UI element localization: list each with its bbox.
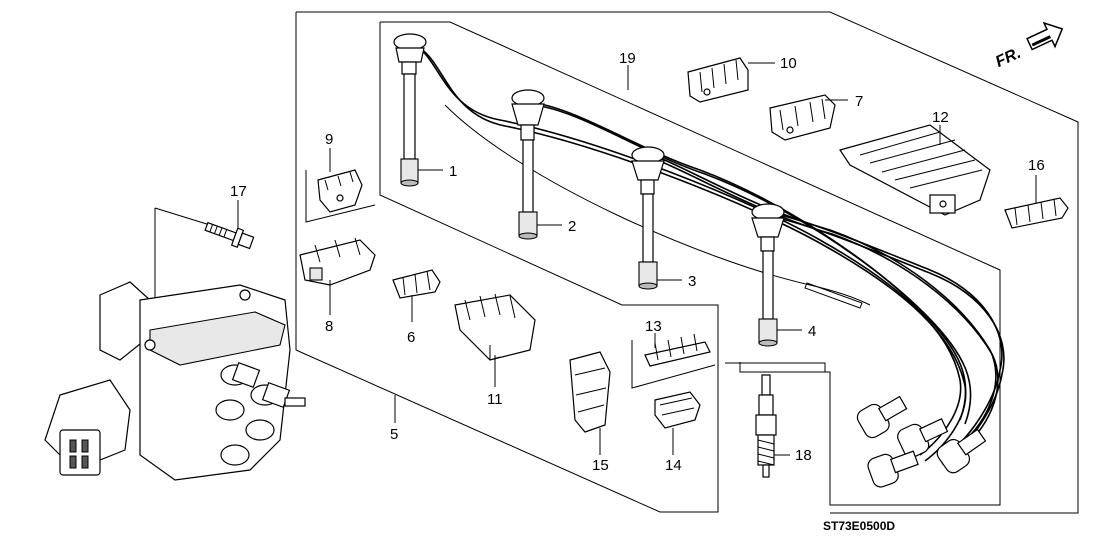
holder-6 (392, 269, 441, 299)
holder-13 (644, 333, 711, 367)
callout-18: 18 (795, 447, 812, 464)
distributor-boots (856, 395, 987, 488)
callout-16: 16 (1028, 157, 1045, 174)
callout-8: 8 (325, 318, 333, 335)
distributor-assembly (44, 207, 306, 481)
group-box-5 (295, 21, 1001, 513)
holder-12 (839, 124, 991, 216)
callout-7: 7 (855, 93, 863, 110)
callout-14: 14 (665, 457, 682, 474)
callout-10: 10 (780, 55, 797, 72)
spark-plug-18 (755, 374, 777, 478)
front-direction-indicator: FR. (993, 21, 1064, 71)
front-arrow-icon (1026, 21, 1064, 51)
callout-17: 17 (230, 183, 247, 200)
leader-lines (237, 62, 1037, 456)
subgroup-box-9 (305, 170, 376, 223)
callout-15: 15 (592, 457, 609, 474)
holder-8 (299, 237, 376, 286)
holder-7 (769, 94, 836, 141)
callout-3: 3 (688, 273, 696, 290)
spark-plug-wire-harness (414, 44, 1005, 465)
holder-15 (569, 351, 611, 433)
subgroup-box-18 (725, 362, 826, 372)
diagram-code: ST73E0500D (823, 519, 895, 533)
ignition-wire-2 (511, 89, 545, 240)
callout-12: 12 (932, 109, 949, 126)
callout-9: 9 (325, 131, 333, 148)
ignition-wire-3 (631, 146, 665, 290)
callout-6: 6 (407, 329, 415, 346)
group-box-19 (295, 11, 1079, 514)
bolt-17 (204, 221, 255, 250)
holder-11 (454, 293, 536, 361)
holder-10 (687, 57, 749, 103)
holder-16 (1004, 197, 1069, 229)
callout-labels: 1 2 3 4 5 6 7 8 9 10 11 12 13 14 15 16 1… (230, 50, 1045, 474)
callout-11: 11 (487, 391, 503, 408)
callout-4: 4 (808, 323, 816, 340)
callout-5: 5 (390, 426, 398, 443)
callout-19: 19 (619, 50, 636, 67)
callout-2: 2 (568, 218, 576, 235)
ignition-wire-1 (393, 33, 427, 187)
callout-1: 1 (449, 163, 457, 180)
holder-14 (654, 391, 701, 429)
subgroup-box-13 (631, 340, 716, 389)
ignition-wire-4 (751, 203, 785, 347)
holder-9 (317, 169, 363, 213)
callout-13: 13 (645, 318, 662, 335)
svg-text:FR.: FR. (993, 45, 1024, 71)
